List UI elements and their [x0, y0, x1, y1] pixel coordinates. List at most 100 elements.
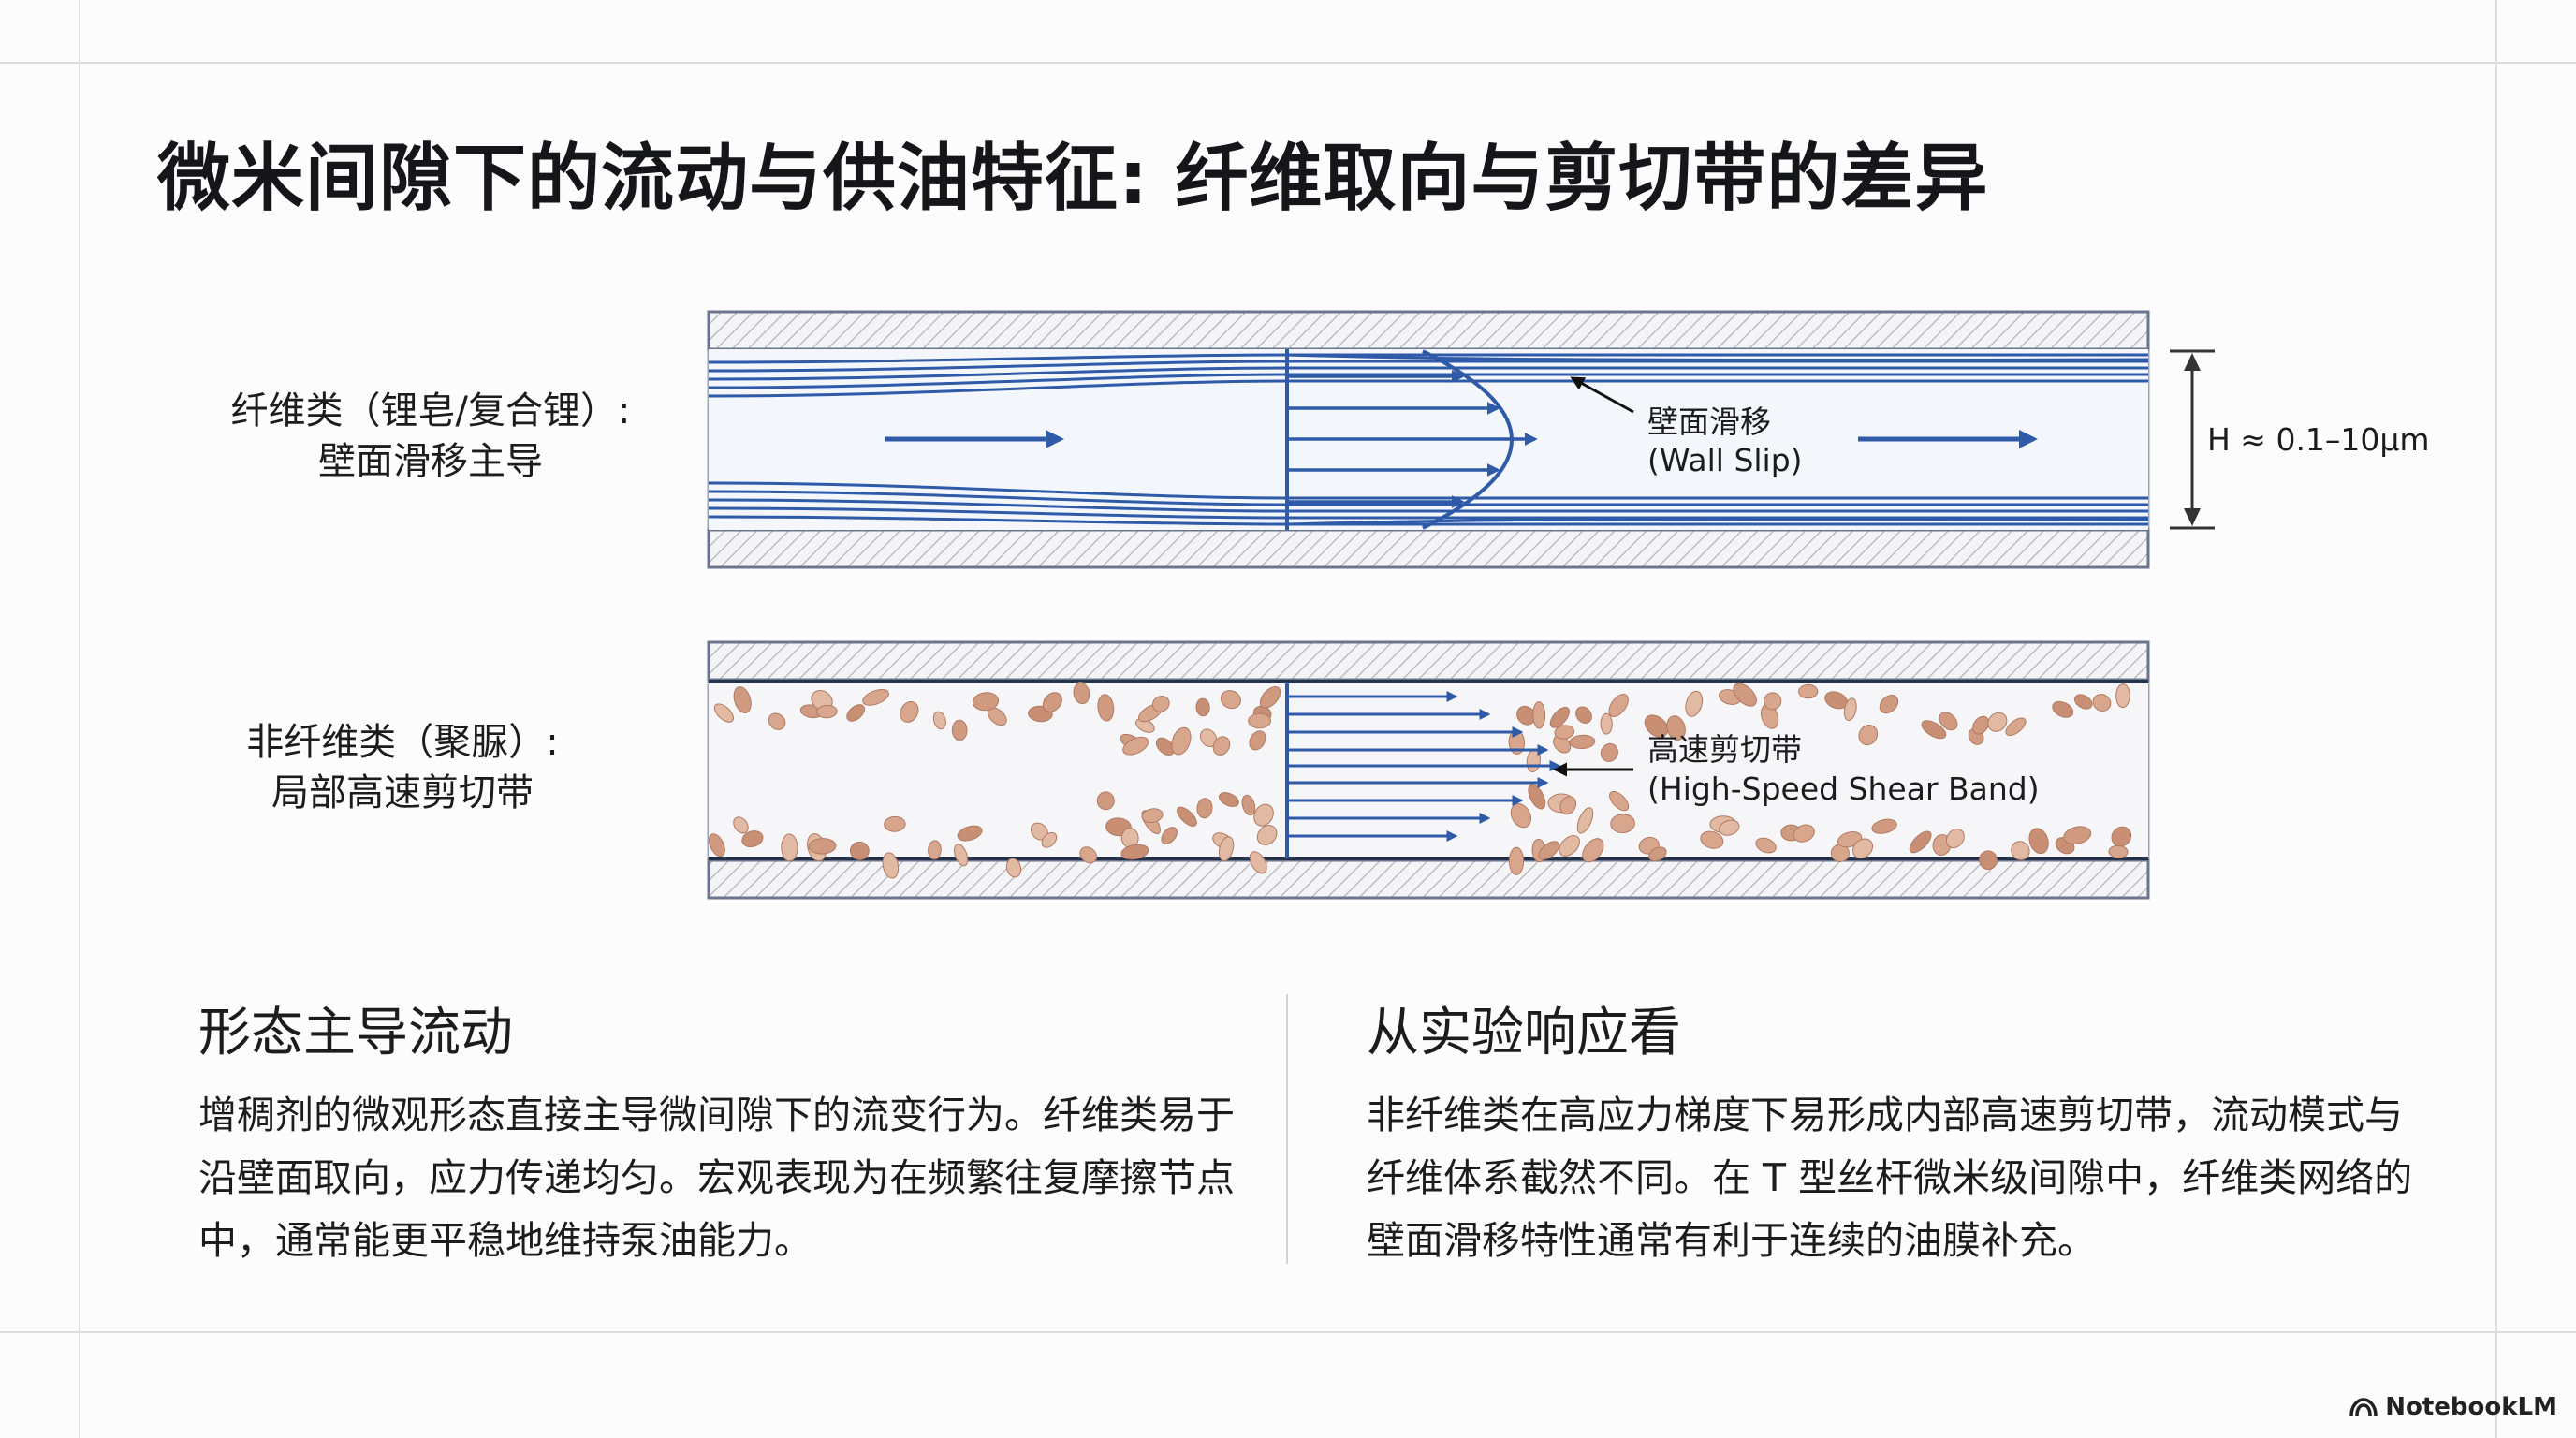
guide-line-right: [2496, 0, 2497, 1438]
particle: [741, 830, 764, 848]
top-panel-label: 纤维类（锂皂/复合锂）: 壁面滑移主导: [140, 386, 721, 487]
particle: [972, 692, 1000, 712]
left-section-title: 形态主导流动: [198, 1003, 513, 1064]
particle: [2111, 826, 2132, 847]
particle: [1685, 690, 1704, 717]
page-title: 微米间隙下的流动与供油特征: 纤维取向与剪切带的差异: [157, 137, 1989, 221]
wall-slip-label-en: (Wall Slip): [1647, 442, 1803, 478]
particle: [1253, 803, 1274, 827]
particle: [1508, 846, 1525, 875]
particle: [1195, 697, 1210, 717]
bottom-wall-upper: [707, 640, 2150, 682]
particle: [816, 704, 838, 719]
top-profile-curve: [1422, 349, 1514, 530]
brand-label: NotebookLM: [2385, 1393, 2557, 1421]
streamline: [708, 515, 2148, 526]
particle: [1609, 790, 1630, 812]
particle: [768, 712, 786, 730]
particle: [849, 841, 870, 860]
notebooklm-logo-icon: [2349, 1398, 2378, 1416]
particle: [1719, 819, 1740, 836]
streamline: [708, 353, 2148, 364]
particle: [1979, 850, 1998, 870]
particle: [1177, 806, 1197, 827]
left-section-body: 增稠剂的微观形态直接主导微间隙下的流变行为。纤维类易于沿壁面取向，应力传递均匀。…: [198, 1093, 1235, 1263]
particle: [1600, 712, 1613, 735]
particle: [1249, 730, 1266, 751]
top-channel: 壁面滑移 (Wall Slip): [707, 310, 2150, 569]
particle: [1096, 791, 1115, 811]
top-panel-label-line2: 壁面滑移主导: [318, 440, 543, 483]
particle: [1559, 796, 1577, 815]
gap-dimension: H ≈ 0.1–10μm: [2170, 349, 2430, 530]
bottom-channel-fluid: [709, 680, 2148, 860]
particle: [2073, 694, 2093, 710]
streamline: [708, 498, 2148, 513]
particle: [1196, 798, 1213, 819]
particle: [1220, 690, 1241, 710]
particle: [1798, 683, 1819, 699]
particle: [1248, 712, 1271, 729]
particle: [1755, 837, 1777, 854]
particle: [1516, 705, 1536, 726]
particle: [1155, 737, 1175, 756]
streamline: [708, 506, 2148, 520]
particle: [1553, 735, 1572, 754]
particle: [1879, 695, 1899, 714]
particle: [1608, 694, 1629, 717]
particle: [1212, 736, 1231, 756]
streamline: [1286, 517, 2149, 526]
particle: [1921, 720, 1947, 740]
top-velocity-profile: [1287, 370, 1538, 508]
streamline: [1286, 353, 2149, 362]
particle: [1644, 714, 1669, 738]
particle: [781, 833, 798, 862]
particle: [1972, 715, 1990, 735]
particle: [1122, 736, 1149, 756]
shear-band-label-en: (High-Speed Shear Band): [1647, 770, 2040, 807]
particle: [1073, 682, 1090, 705]
particle: [884, 815, 906, 832]
section-divider: [1286, 994, 1288, 1264]
particle: [1042, 692, 1062, 712]
particle: [1218, 836, 1235, 861]
particle: [2028, 828, 2049, 855]
shear-band-label-cn: 高速剪切带: [1647, 731, 1802, 768]
top-wall-upper: [707, 310, 2150, 351]
flow-diagram: 壁面滑移 (Wall Slip) H ≈ 0.1–10μm 高速剪切带 (Hig…: [707, 310, 2430, 900]
particle: [1120, 844, 1149, 860]
particle: [1600, 742, 1618, 762]
streamline: [708, 373, 2148, 389]
particle: [2108, 844, 2129, 858]
bottom-panel-label-line1: 非纤维类（聚脲）:: [246, 721, 559, 764]
particle: [1987, 712, 2008, 732]
particle: [1843, 697, 1857, 722]
top-wall-lower: [707, 528, 2150, 569]
streamline: [708, 366, 2148, 381]
particle: [1171, 726, 1192, 756]
guide-line-left: [79, 0, 80, 1438]
bottom-velocity-profile: [1287, 691, 1561, 842]
streamline: [708, 490, 2148, 506]
particle: [2005, 717, 2027, 737]
particle: [1700, 830, 1724, 849]
particle: [1610, 814, 1635, 834]
particle: [733, 816, 749, 834]
streamline: [708, 379, 2148, 398]
particle: [1793, 824, 1815, 843]
particle: [1871, 818, 1897, 834]
guide-line-top: [0, 62, 2576, 64]
particle: [1569, 734, 1596, 750]
right-section-title: 从实验响应看: [1367, 1003, 1681, 1064]
particle: [951, 719, 968, 741]
gap-arrowhead-top: [2184, 353, 2201, 371]
particle: [846, 704, 865, 722]
streamline: [708, 360, 2148, 373]
particle: [1161, 827, 1178, 844]
right-section-body: 非纤维类在高应力梯度下易形成内部高速剪切带，流动模式与纤维体系截然不同。在 T …: [1367, 1093, 2413, 1263]
guide-line-bottom: [0, 1331, 2576, 1333]
particle: [1241, 794, 1256, 816]
particle: [1858, 725, 1879, 746]
particle: [1041, 831, 1058, 848]
particle: [900, 700, 919, 723]
